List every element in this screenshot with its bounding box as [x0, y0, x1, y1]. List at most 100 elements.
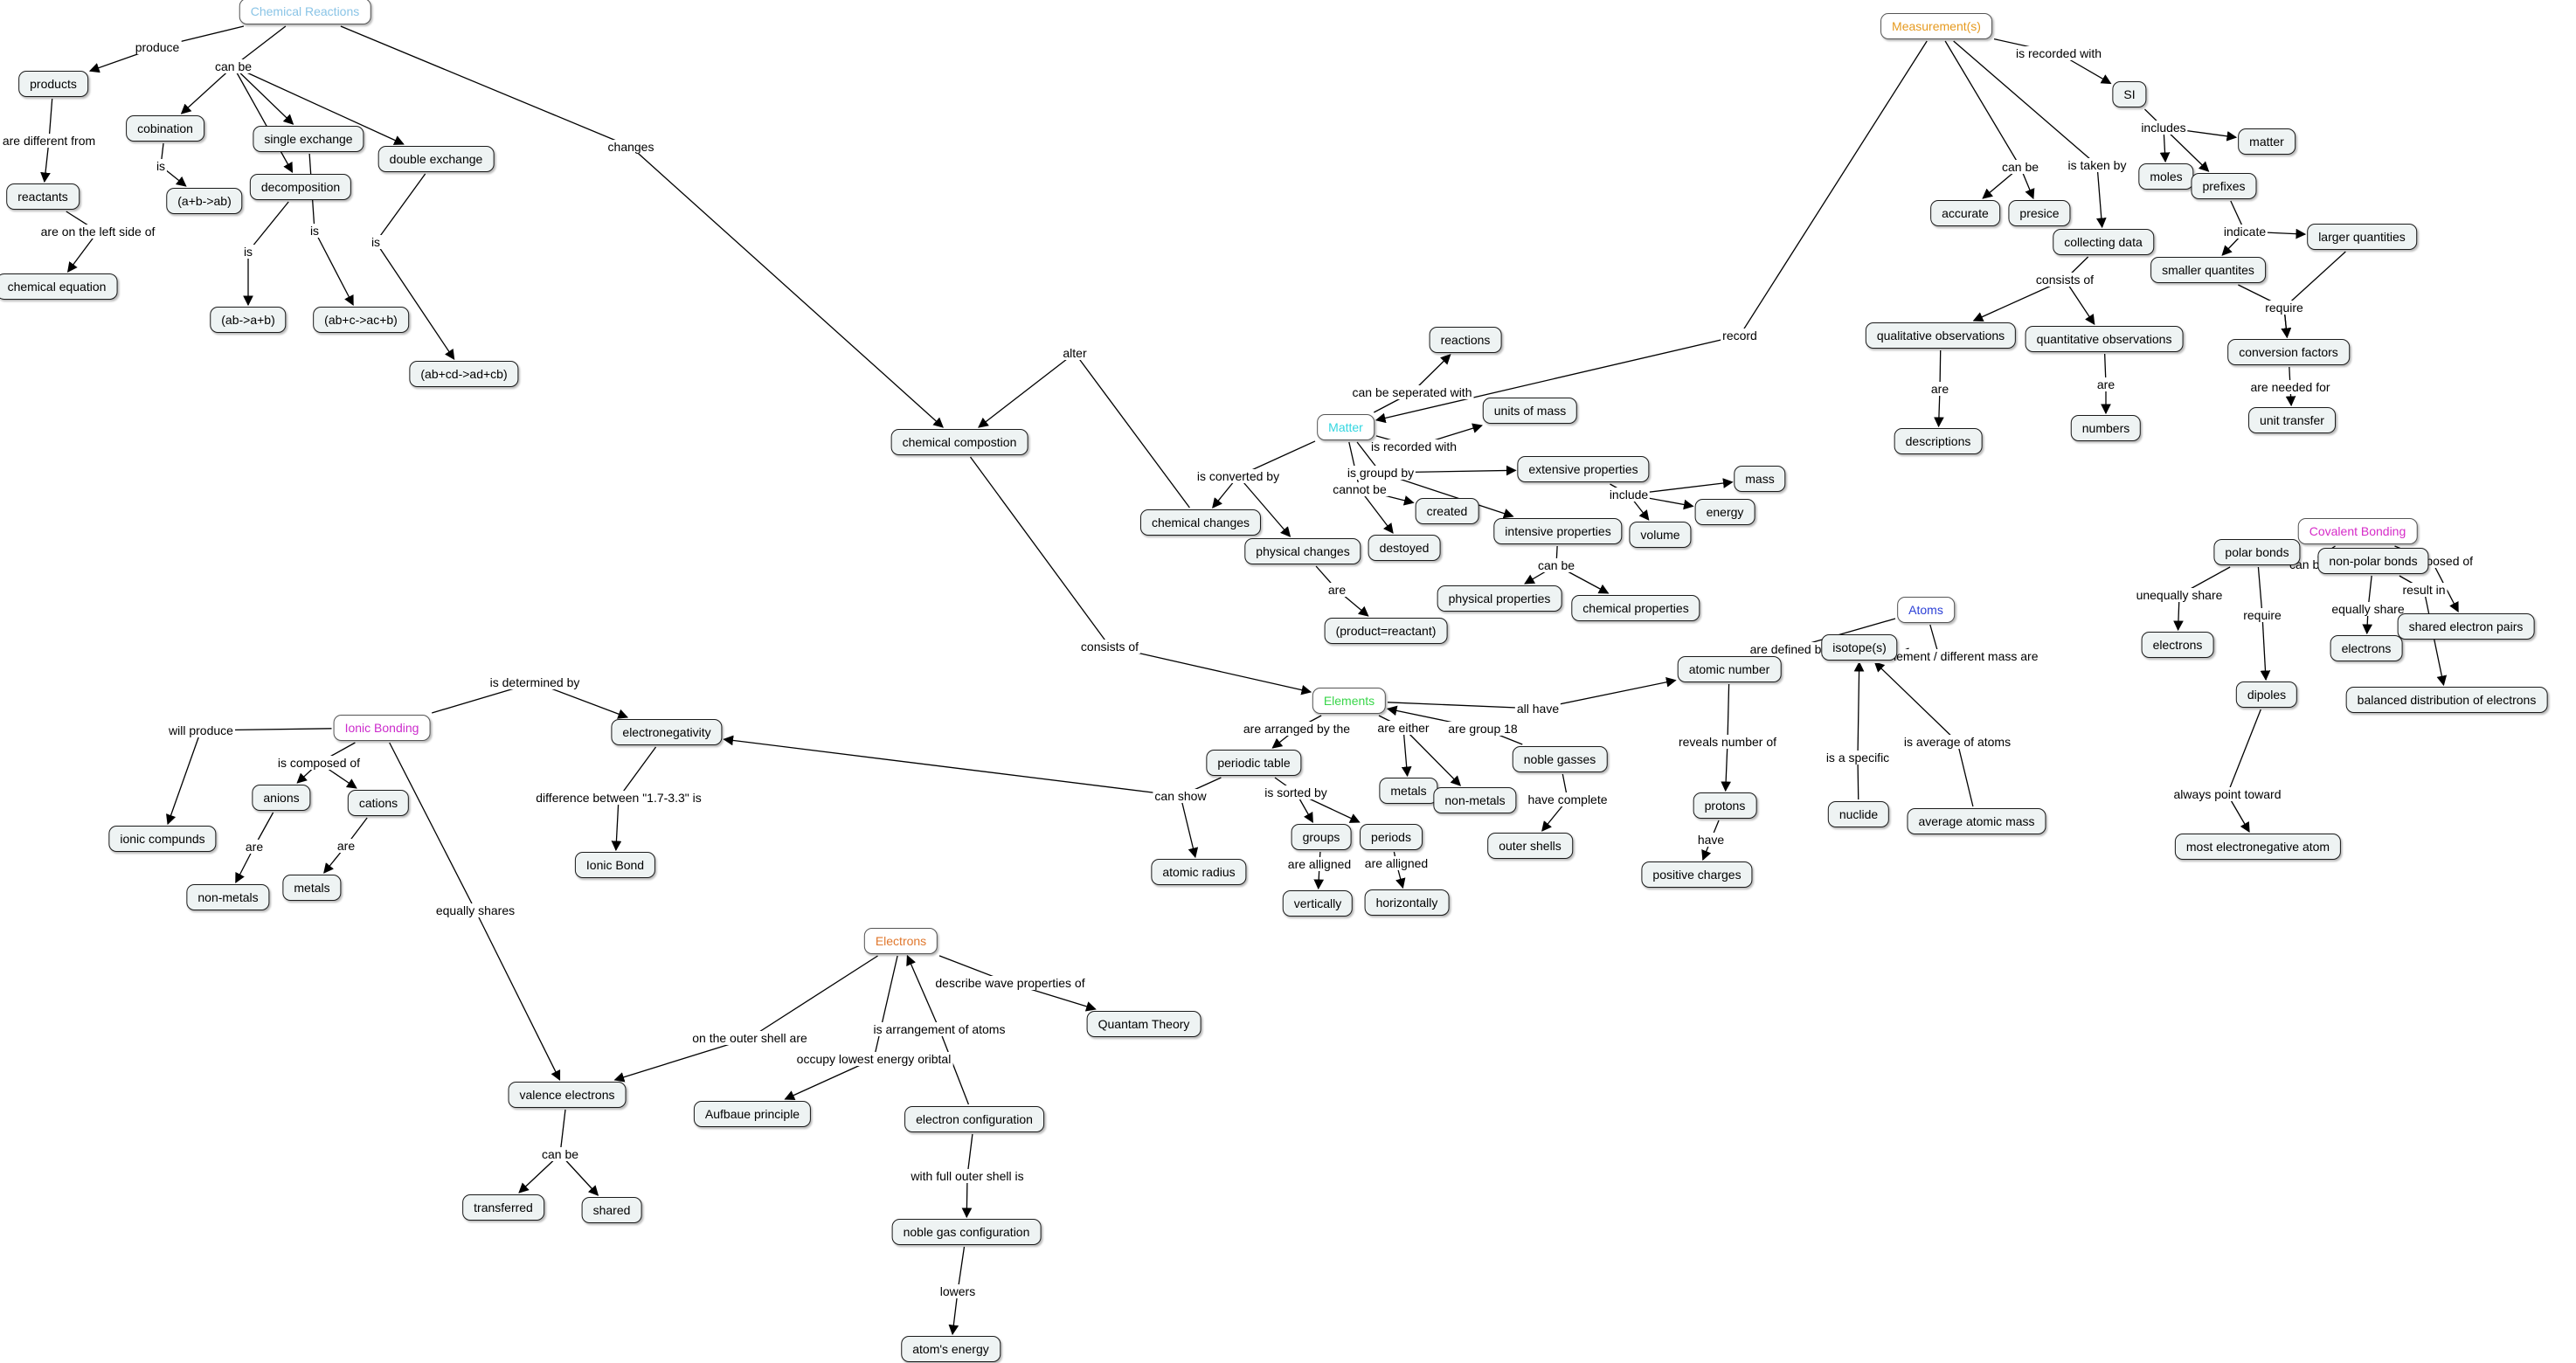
concept-ionic-bonding[interactable]: Ionic Bonding — [333, 715, 431, 741]
concept-shared[interactable]: shared — [581, 1197, 642, 1223]
concept-descriptions[interactable]: descriptions — [1894, 428, 1983, 454]
concept-products[interactable]: products — [18, 71, 88, 97]
concept-isotopes[interactable]: isotope(s) — [1821, 634, 1898, 661]
concept-electron-configuration[interactable]: electron configuration — [904, 1106, 1044, 1132]
concept-collecting-data[interactable]: collecting data — [2053, 229, 2154, 255]
concept-presice[interactable]: presice — [2008, 200, 2071, 226]
link-label-record: record — [1721, 329, 1759, 342]
concept-a-b-ab[interactable]: (a+b->ab) — [166, 188, 243, 214]
connector-dipoles — [2226, 709, 2261, 795]
concept-cobination[interactable]: cobination — [126, 115, 204, 142]
connector-chemical-changes — [1074, 352, 1190, 509]
concept-matter-small[interactable]: matter — [2238, 128, 2296, 155]
concept-ionic-bond[interactable]: Ionic Bond — [574, 852, 656, 878]
concept-conversion-factors[interactable]: conversion factors — [2227, 339, 2350, 365]
concept-chemical-reactions[interactable]: Chemical Reactions — [239, 0, 371, 24]
concept-moles[interactable]: moles — [2138, 163, 2194, 190]
connector-atomic-number — [1727, 683, 1730, 743]
concept-groups[interactable]: groups — [1291, 824, 1352, 850]
concept-intensive-properties[interactable]: intensive properties — [1493, 518, 1623, 544]
arrow-to-chemical-compostion — [978, 352, 1076, 428]
concept-most-electronegative[interactable]: most electronegative atom — [2174, 834, 2342, 860]
concept-product-reactant[interactable]: (product=reactant) — [1324, 618, 1448, 644]
concept-destoyed[interactable]: destoyed — [1368, 535, 1441, 561]
concept-energy[interactable]: energy — [1694, 499, 1755, 525]
concept-polar-bonds[interactable]: polar bonds — [2213, 539, 2301, 565]
concept-vertically[interactable]: vertically — [1282, 890, 1354, 917]
concept-shared-electron-pairs[interactable]: shared electron pairs — [2397, 613, 2535, 640]
concept-accurate[interactable]: accurate — [1930, 200, 2000, 226]
concept-anions[interactable]: anions — [252, 785, 311, 811]
concept-chemical-changes[interactable]: chemical changes — [1139, 509, 1262, 536]
concept-mass[interactable]: mass — [1734, 466, 1786, 492]
concept-non-polar-bonds[interactable]: non-polar bonds — [2317, 548, 2429, 574]
concept-quantum-theory[interactable]: Quantam Theory — [1086, 1011, 1201, 1037]
concept-double-exchange[interactable]: double exchange — [377, 146, 495, 172]
concept-si[interactable]: SI — [2112, 81, 2147, 107]
concept-ionic-compunds[interactable]: ionic compunds — [108, 826, 217, 852]
concept-cations[interactable]: cations — [347, 790, 410, 816]
concept-ab-cd-ad-cb[interactable]: (ab+cd->ad+cb) — [409, 361, 519, 387]
concept-units-of-mass[interactable]: units of mass — [1482, 398, 1578, 424]
concept-prefixes[interactable]: prefixes — [2191, 173, 2257, 199]
link-label-can-be-cr: can be — [212, 59, 254, 73]
concept-covalent-bonding[interactable]: Covalent Bonding — [2297, 518, 2418, 544]
concept-non-metals-el[interactable]: non-metals — [1433, 787, 1517, 813]
concept-larger-quantities[interactable]: larger quantities — [2307, 224, 2417, 250]
concept-smaller-quantites[interactable]: smaller quantites — [2150, 257, 2266, 283]
concept-single-exchange[interactable]: single exchange — [253, 126, 364, 152]
link-label-always-point-toward: always point toward — [2171, 787, 2283, 801]
concept-numbers[interactable]: numbers — [2070, 415, 2142, 441]
concept-metals-ion[interactable]: metals — [282, 875, 342, 901]
concept-chemical-properties[interactable]: chemical properties — [1571, 595, 1700, 621]
concept-average-atomic-mass[interactable]: average atomic mass — [1907, 808, 2046, 834]
concept-atomic-radius[interactable]: atomic radius — [1151, 859, 1247, 885]
concept-balanced-distribution[interactable]: balanced distribution of electrons — [2345, 687, 2548, 713]
concept-physical-properties[interactable]: physical properties — [1437, 585, 1562, 612]
concept-chemical-compostion[interactable]: chemical compostion — [890, 429, 1028, 455]
concept-non-metals-ion[interactable]: non-metals — [186, 884, 270, 910]
concept-unit-transfer[interactable]: unit transfer — [2248, 407, 2336, 433]
concept-elements[interactable]: Elements — [1312, 688, 1387, 714]
link-label-can-be-seperated: can be seperated with — [1350, 385, 1474, 399]
connector-electron-configuration — [938, 1028, 970, 1105]
concept-noble-gas-configuration[interactable]: noble gas configuration — [891, 1219, 1042, 1245]
concept-ab-a-b[interactable]: (ab->a+b) — [210, 307, 287, 333]
concept-horizontally[interactable]: horizontally — [1364, 889, 1450, 916]
concept-atomic-number[interactable]: atomic number — [1677, 656, 1782, 682]
concept-aufbaue-principle[interactable]: Aufbaue principle — [693, 1101, 812, 1127]
concept-electrons-cov2[interactable]: electrons — [2330, 635, 2403, 661]
concept-outer-shells[interactable]: outer shells — [1487, 833, 1573, 859]
concept-protons[interactable]: protons — [1693, 792, 1757, 819]
concept-volume[interactable]: volume — [1629, 522, 1692, 548]
concept-dipoles[interactable]: dipoles — [2235, 682, 2298, 708]
concept-metals-el[interactable]: metals — [1379, 778, 1438, 804]
concept-ab-c-ac-b[interactable]: (ab+c->ac+b) — [313, 307, 409, 333]
concept-transferred[interactable]: transferred — [462, 1194, 544, 1221]
concept-atoms-energy[interactable]: atom's energy — [901, 1336, 1001, 1362]
concept-positive-charges[interactable]: positive charges — [1641, 861, 1753, 888]
concept-physical-changes[interactable]: physical changes — [1244, 538, 1361, 564]
concept-extensive-properties[interactable]: extensive properties — [1517, 456, 1650, 482]
concept-created[interactable]: created — [1415, 498, 1479, 524]
concept-matter[interactable]: Matter — [1317, 414, 1375, 440]
concept-reactions[interactable]: reactions — [1429, 327, 1502, 353]
concept-valence-electrons[interactable]: valence electrons — [508, 1082, 627, 1108]
concept-periodic-table[interactable]: periodic table — [1206, 750, 1302, 776]
concept-periods[interactable]: periods — [1360, 824, 1423, 850]
link-label-is-average-of-atoms: is average of atoms — [1901, 735, 2013, 749]
concept-noble-gasses[interactable]: noble gasses — [1512, 746, 1608, 772]
concept-qualitative-observations[interactable]: qualitative observations — [1865, 322, 2017, 349]
concept-electrons-cov1[interactable]: electrons — [2141, 632, 2214, 658]
concept-decomposition[interactable]: decomposition — [249, 174, 352, 200]
arrow-to-prefixes — [2163, 127, 2210, 172]
concept-nuclide[interactable]: nuclide — [1827, 801, 1890, 827]
concept-chemical-equation[interactable]: chemical equation — [0, 273, 118, 300]
concept-electronegativity[interactable]: electronegativity — [611, 719, 723, 745]
concept-atoms[interactable]: Atoms — [1897, 597, 1955, 623]
concept-measurements[interactable]: Measurement(s) — [1880, 13, 1992, 39]
concept-quantitative-observations[interactable]: quantitative observations — [2025, 326, 2184, 352]
concept-reactants[interactable]: reactants — [6, 183, 80, 210]
arrow-to-quantitative-observations — [2064, 279, 2095, 325]
concept-electrons-root[interactable]: Electrons — [863, 928, 938, 954]
